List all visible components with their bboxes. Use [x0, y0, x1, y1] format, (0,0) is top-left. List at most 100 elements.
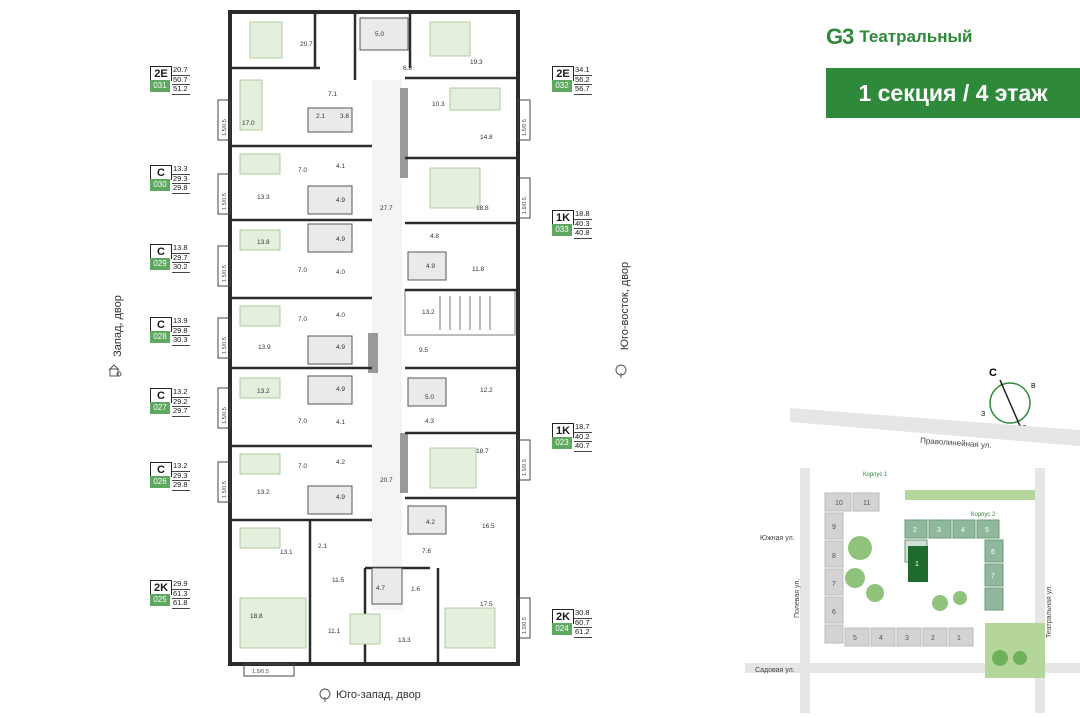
room-area: 4.2 [426, 519, 435, 526]
room-area: 11.8 [472, 266, 485, 273]
room-area: 17.5 [480, 601, 493, 608]
apartment-label[interactable]: 2K 025 29.9 61.3 61.8 [150, 580, 190, 618]
living-area: 30.8 [574, 609, 592, 619]
room-area: 12.2 [480, 387, 493, 394]
section-number: 1 [957, 635, 961, 642]
bathrooms [307, 17, 447, 605]
room-area: 4.9 [336, 197, 345, 204]
room-area: 7.1 [328, 91, 337, 98]
section-number: 9 [832, 524, 836, 531]
apartment-areas: 29.9 61.3 61.8 [172, 580, 190, 609]
room-area: 13.3 [398, 637, 411, 644]
furniture [239, 21, 501, 649]
apartment-number: 025 [150, 594, 170, 606]
room-area: 4.0 [336, 269, 345, 276]
apartment-type: C [150, 388, 172, 403]
apartment-type: 2K [552, 609, 574, 624]
apartment-areas: 13.3 29.3 29.8 [172, 165, 190, 194]
room-area: 20.7 [300, 41, 313, 48]
apartment-label[interactable]: 1K 023 18.7 40.2 40.7 [552, 423, 592, 461]
room-area: 13.2 [422, 309, 435, 316]
section-number: 3 [905, 635, 909, 642]
apartment-type: C [150, 317, 172, 332]
room-area: 4.7 [376, 585, 385, 592]
balcony-size: 1.5/0.5 [222, 119, 228, 136]
room-area: 20.7 [380, 477, 393, 484]
total-area: 60.7 [574, 618, 592, 629]
room-area: 4.9 [336, 386, 345, 393]
balcony-size: 1.5/0.5 [522, 617, 528, 634]
total-area-balcony: 29.8 [172, 481, 190, 491]
brand-name: Театральный [859, 27, 973, 46]
apartment-label[interactable]: C 030 13.3 29.3 29.8 [150, 165, 190, 203]
room-area: 18.7 [476, 448, 489, 455]
living-area: 13.2 [172, 462, 190, 472]
total-area: 50.7 [172, 75, 190, 86]
apartment-label[interactable]: 2K 024 30.8 60.7 61.2 [552, 609, 592, 647]
section-number: 5 [853, 635, 857, 642]
room-area: 7.0 [298, 167, 307, 174]
floor-plan: 20.7 5.0 19.3 6.8 7.1 17.0 2.1 3.8 10.3 … [217, 10, 531, 677]
korpus-2-label: Корпус 2 [971, 512, 996, 518]
apartment-label[interactable]: 2E 032 34.1 56.2 56.7 [552, 66, 592, 104]
room-area: 13.8 [257, 239, 270, 246]
apartment-areas: 13.9 29.8 30.3 [172, 317, 190, 346]
tree [848, 536, 872, 560]
section-number: 10 [835, 500, 843, 507]
street-road [800, 468, 810, 713]
apartment-areas: 18.7 40.2 40.7 [574, 423, 592, 452]
apartment-areas: 30.8 60.7 61.2 [574, 609, 592, 638]
section-number: 3 [937, 527, 941, 534]
balcony-size: 1.5/0.5 [522, 119, 528, 136]
apartment-areas: 13.2 29.3 29.8 [172, 462, 190, 491]
apartment-label[interactable]: 2E 031 20.7 50.7 51.2 [150, 66, 190, 104]
apartment-areas: 34.1 56.2 56.7 [574, 66, 592, 95]
apartment-type: 2E [150, 66, 172, 81]
section-number: 6 [991, 549, 995, 556]
total-area: 29.3 [172, 471, 190, 482]
room-area: 7.6 [422, 548, 431, 555]
apartment-label[interactable]: C 029 13.8 29.7 30.2 [150, 244, 190, 282]
room-area: 13.1 [280, 549, 293, 556]
balcony-labels: 1.5/0.5 1.5/0.5 1.5/0.5 1.5/0.5 1.5/0.5 … [222, 119, 528, 675]
apartment-label[interactable]: 1K 033 18.8 40.3 40.8 [552, 210, 592, 248]
balcony-size: 1.5/0.5 [522, 197, 528, 214]
apartment-number: 028 [150, 331, 170, 343]
living-area: 13.9 [172, 317, 190, 327]
room-area: 7.0 [298, 316, 307, 323]
room-area-labels: 20.7 5.0 19.3 6.8 7.1 17.0 2.1 3.8 10.3 … [242, 31, 495, 644]
room-area: 16.5 [482, 523, 495, 530]
compass-north: С [989, 368, 997, 379]
apartment-type: C [150, 165, 172, 180]
total-area: 29.7 [172, 253, 190, 264]
total-area: 29.2 [172, 397, 190, 408]
apartment-areas: 13.8 29.7 30.2 [172, 244, 190, 273]
room-area: 7.0 [298, 463, 307, 470]
total-area-balcony: 40.7 [574, 442, 592, 452]
room-area: 27.7 [380, 205, 393, 212]
total-area-balcony: 29.7 [172, 407, 190, 417]
apartment-label[interactable]: C 027 13.2 29.2 29.7 [150, 388, 190, 426]
living-area: 34.1 [574, 66, 592, 76]
elevator-shaft [400, 88, 408, 178]
total-area: 29.8 [172, 326, 190, 337]
section-number: 4 [961, 527, 965, 534]
apartment-type: 1K [552, 423, 574, 438]
room-area: 7.0 [298, 418, 307, 425]
total-area: 61.3 [172, 589, 190, 600]
brand-logo: G3 [826, 24, 854, 49]
apartment-number: 029 [150, 258, 170, 270]
balcony-size: 1.5/0.5 [222, 265, 228, 282]
section-number: 2 [931, 635, 935, 642]
section-number: 7 [991, 573, 995, 580]
room-area: 18.8 [250, 613, 263, 620]
apartment-label[interactable]: C 028 13.9 29.8 30.3 [150, 317, 190, 355]
apartment-number: 031 [150, 80, 170, 92]
street-road [790, 408, 1080, 446]
total-area: 56.2 [574, 75, 592, 86]
apartment-label[interactable]: C 026 13.2 29.3 29.8 [150, 462, 190, 500]
tree [1013, 651, 1027, 665]
living-area: 20.7 [172, 66, 190, 76]
room-area: 13.9 [258, 344, 271, 351]
balcony-size: 1.5/0.5 [222, 193, 228, 210]
